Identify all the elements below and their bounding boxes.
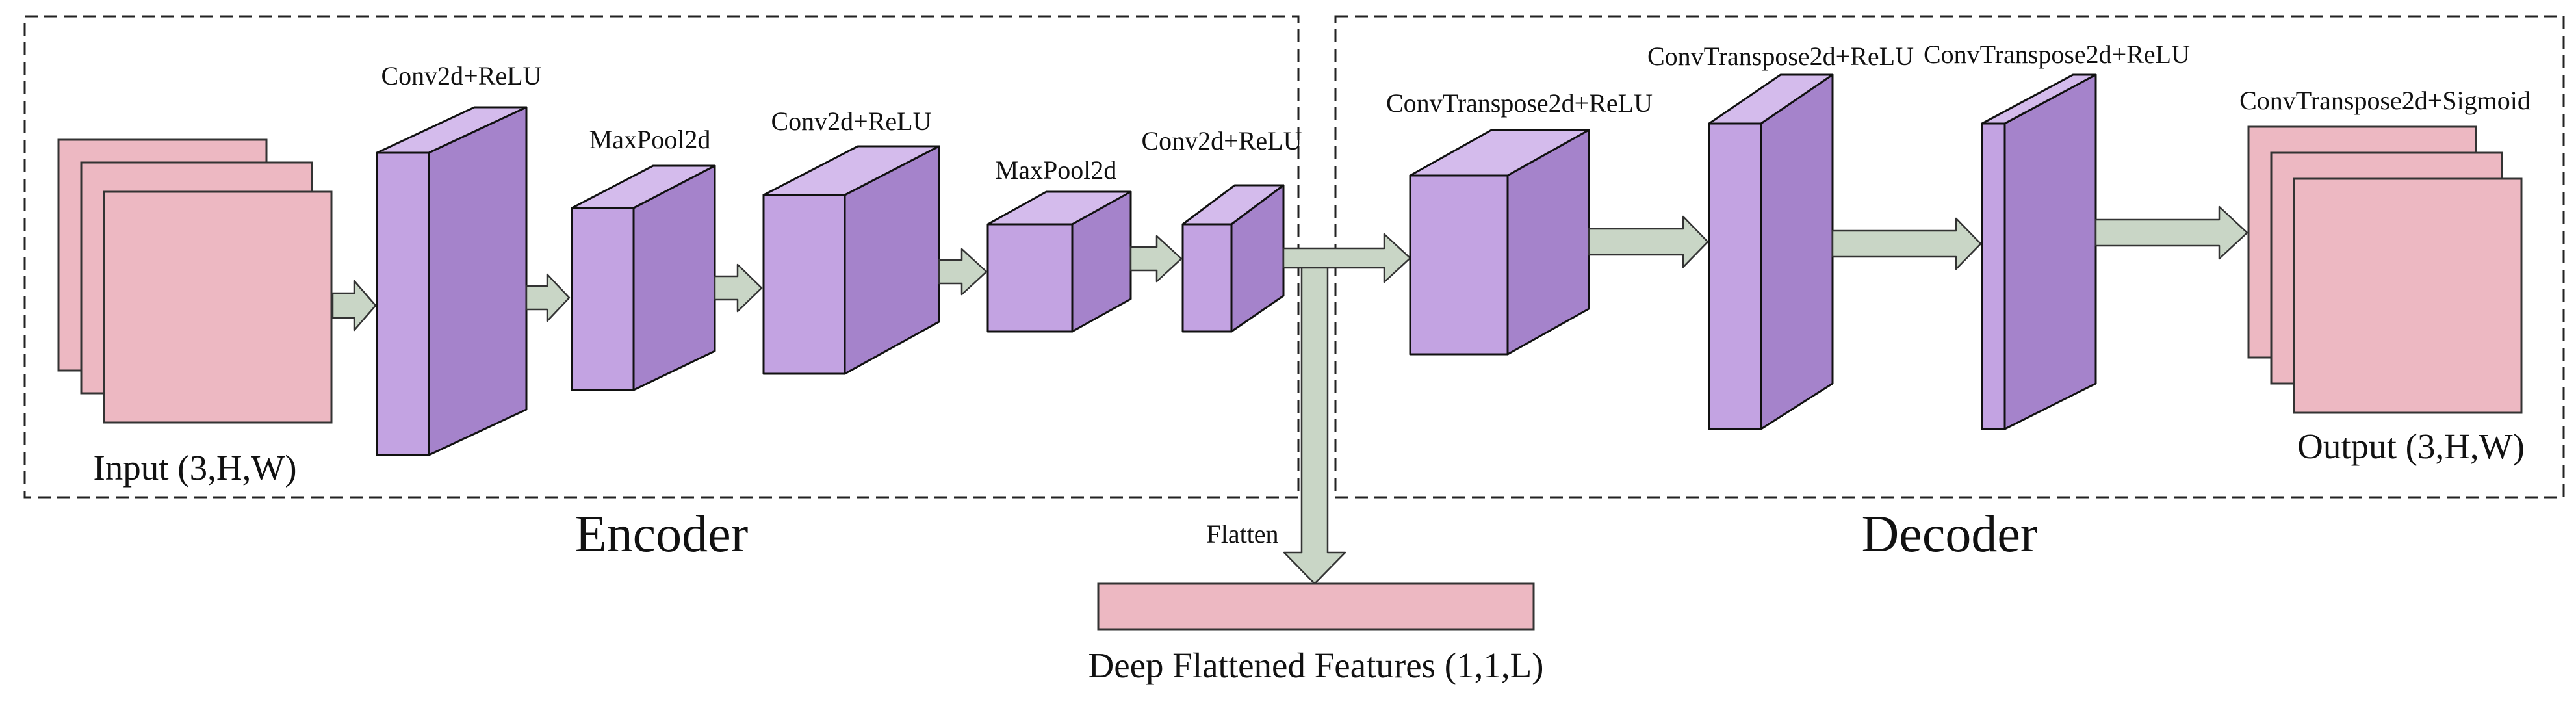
arrow-pool1-to-conv2 xyxy=(714,263,763,313)
arrow-conv1-to-pool1 xyxy=(525,273,571,322)
encoder-title: Encoder xyxy=(575,506,749,563)
arrow-dconv2-to-dconv3 xyxy=(1831,217,1982,270)
arrow-dconv3-to-output xyxy=(2094,205,2248,260)
encoder-block-maxpool-2 xyxy=(986,190,1132,333)
encoder-layer-label-4: MaxPool2d xyxy=(996,155,1117,185)
encoder-block-conv2d-1 xyxy=(376,106,528,456)
flattened-features-bar xyxy=(1097,582,1535,631)
encoder-layer-label-1: Conv2d+ReLU xyxy=(381,61,542,90)
input-frame-front xyxy=(103,190,333,424)
arrow-encoder-to-decoder xyxy=(1282,233,1411,283)
encoder-layer-label-2: MaxPool2d xyxy=(589,125,711,154)
decoder-layer-label-2: ConvTranspose2d+ReLU xyxy=(1647,42,1914,71)
arrow-flatten-down xyxy=(1283,267,1346,585)
input-label: Input (3,H,W) xyxy=(93,448,296,488)
decoder-block-convtranspose-1 xyxy=(1409,129,1590,356)
flattened-features-label: Deep Flattened Features (1,1,L) xyxy=(1088,645,1543,685)
arrow-conv2-to-pool2 xyxy=(938,248,988,296)
flatten-label: Flatten xyxy=(1206,519,1278,549)
encoder-block-conv2d-2 xyxy=(762,145,940,375)
arrow-pool2-to-conv3 xyxy=(1129,235,1183,283)
decoder-layer-label-1: ConvTranspose2d+ReLU xyxy=(1386,88,1653,118)
input-image-stack xyxy=(57,138,333,424)
encoder-block-maxpool-1 xyxy=(571,164,716,391)
encoder-layer-label-3: Conv2d+ReLU xyxy=(771,107,932,136)
decoder-block-convtranspose-2 xyxy=(1708,73,1834,430)
output-frame-front xyxy=(2293,177,2523,414)
decoder-title: Decoder xyxy=(1862,506,2038,563)
output-label: Output (3,H,W) xyxy=(2297,426,2525,466)
encoder-layer-label-5: Conv2d+ReLU xyxy=(1142,126,1302,155)
decoder-layer-label-3: ConvTranspose2d+ReLU xyxy=(1924,40,2190,69)
decoder-block-convtranspose-3 xyxy=(1981,73,2097,430)
arrow-input-to-conv1 xyxy=(331,280,377,332)
arrow-dconv1-to-dconv2 xyxy=(1588,215,1709,268)
encoder-block-conv2d-3 xyxy=(1181,184,1285,333)
output-image-stack xyxy=(2247,125,2523,414)
decoder-layer-label-4: ConvTranspose2d+Sigmoid xyxy=(2239,86,2531,115)
